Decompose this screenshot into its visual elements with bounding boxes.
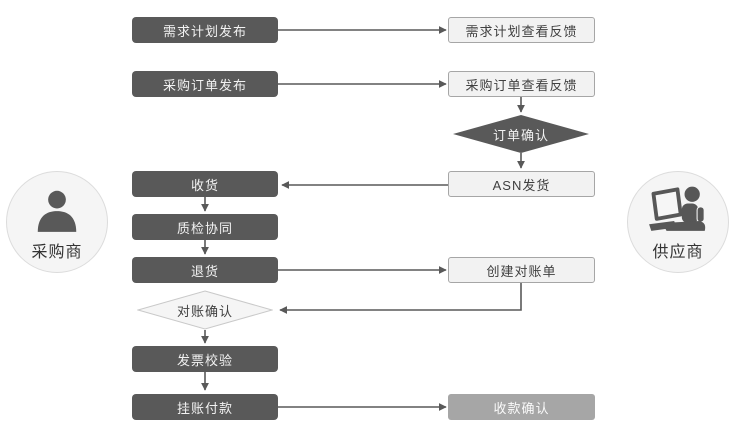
- flow-node-return-goods: 退货: [132, 257, 278, 283]
- flow-node-create-recon: 创建对账单: [448, 257, 595, 283]
- supplier-actor: 供应商: [627, 171, 729, 273]
- flow-node-payment-on-account: 挂账付款: [132, 394, 278, 420]
- flow-node-invoice-check: 发票校验: [132, 346, 278, 372]
- buyer-label: 采购商: [31, 244, 83, 261]
- flow-node-po-feedback: 采购订单查看反馈: [448, 71, 595, 97]
- supplier-label: 供应商: [652, 244, 704, 261]
- recon-confirm-label: 对账确认: [176, 303, 233, 319]
- person-laptop-icon: [648, 182, 708, 236]
- flow-node-quality-collab: 质检协同: [132, 214, 278, 240]
- flow-node-demand-plan-feedback: 需求计划查看反馈: [448, 17, 595, 43]
- flow-node-receipt-confirm: 收款确认: [448, 394, 595, 420]
- flow-node-demand-plan-publish: 需求计划发布: [132, 17, 278, 43]
- flow-node-receive-goods: 收货: [132, 171, 278, 197]
- person-icon: [31, 182, 83, 236]
- flow-node-po-publish: 采购订单发布: [132, 71, 278, 97]
- flow-node-asn-ship: ASN发货: [448, 171, 595, 197]
- buyer-actor: 采购商: [6, 171, 108, 273]
- connector-create-recon-to-recon-confirm: [279, 283, 522, 314]
- order-confirm-label: 订单确认: [492, 127, 549, 143]
- flow-node-order-confirm: 订单确认: [453, 115, 589, 153]
- flow-node-recon-confirm: 对账确认: [137, 290, 273, 330]
